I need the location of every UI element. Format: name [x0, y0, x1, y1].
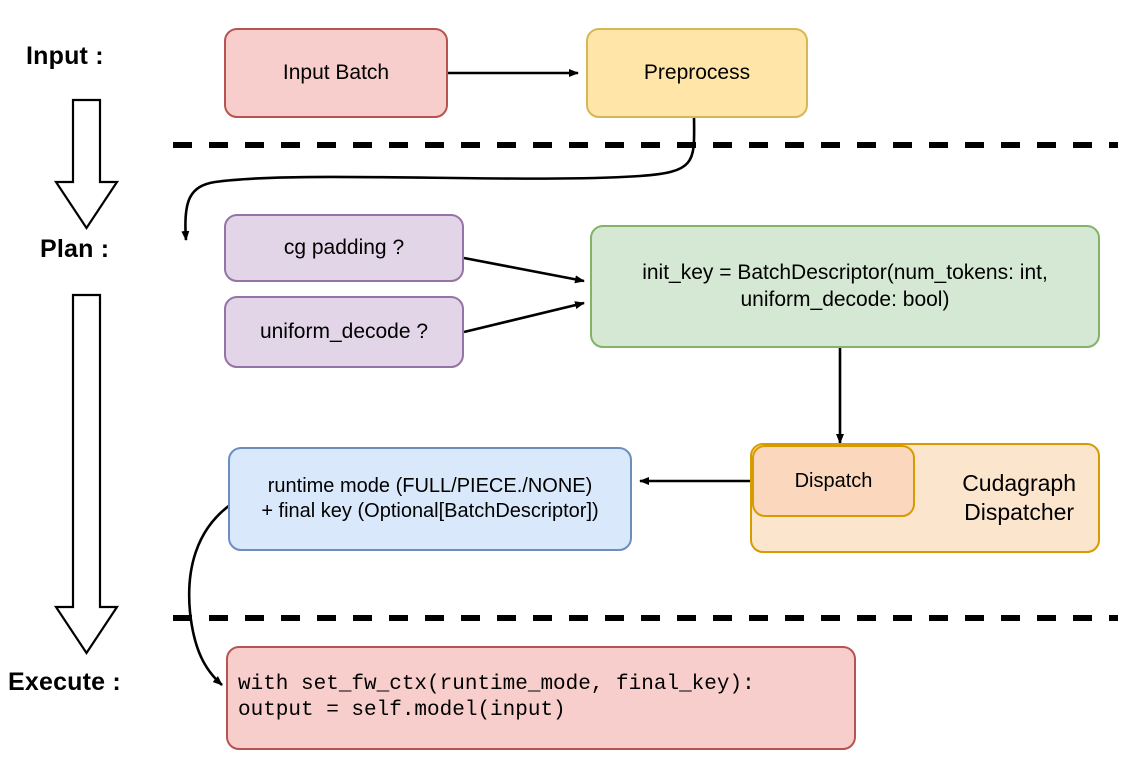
edge-runtime-mode-to-execute-code: [187, 503, 231, 686]
node-cg-padding[interactable]: cg padding ?: [224, 214, 464, 282]
stage-label-plan: Plan :: [40, 235, 110, 263]
node-uniform-decode[interactable]: uniform_decode ?: [224, 296, 464, 368]
node-runtime-mode[interactable]: runtime mode (FULL/PIECE./NONE) + final …: [228, 447, 632, 551]
edge-uniform-decode-to-init-key: [463, 301, 585, 334]
node-preprocess[interactable]: Preprocess: [586, 28, 808, 118]
node-init-key[interactable]: init_key = BatchDescriptor(num_tokens: i…: [590, 225, 1100, 348]
node-input-batch[interactable]: Input Batch: [224, 28, 448, 118]
edge-cg-padding-to-init-key: [463, 256, 585, 284]
node-execute-code[interactable]: with set_fw_ctx(runtime_mode, final_key)…: [226, 646, 856, 750]
node-dispatch[interactable]: Dispatch: [752, 445, 915, 517]
stage-label-execute: Execute :: [8, 668, 121, 696]
stage-label-input: Input :: [26, 42, 104, 70]
input-to-plan-stage-arrow: [53, 98, 120, 230]
plan-to-execute-stage-arrow: [53, 293, 120, 655]
